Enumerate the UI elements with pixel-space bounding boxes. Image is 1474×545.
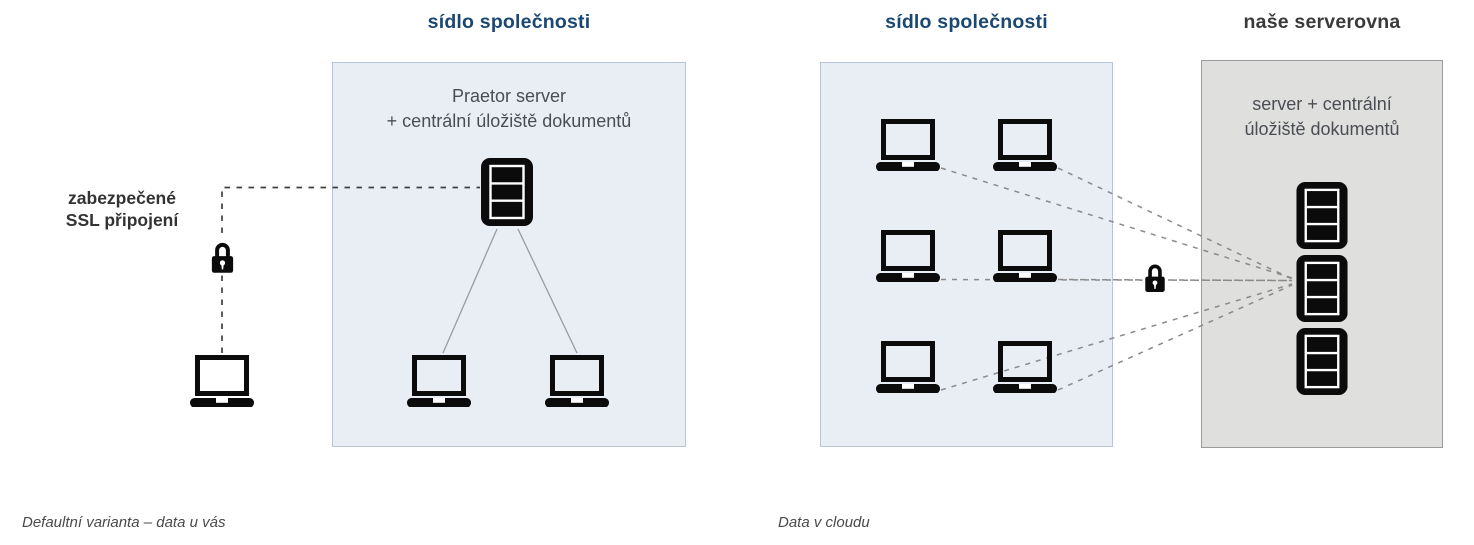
- ssl-connection-label-line1: zabezpečené: [68, 188, 176, 208]
- serverroom-title: naše serverovna: [1243, 11, 1401, 33]
- right-variant-caption: Data v cloudu: [778, 514, 870, 531]
- server-rack-icon: [1296, 328, 1348, 395]
- serverroom-label-line1: server + centrální: [1252, 94, 1392, 114]
- laptop-icon: [993, 230, 1057, 282]
- right-office-box: [820, 62, 1113, 447]
- serverroom-label-line2: úložiště dokumentů: [1244, 119, 1400, 139]
- server-rack-icon: [481, 157, 533, 227]
- left-office-title: sídlo společnosti: [427, 11, 591, 33]
- ssl-connection-label-line2: SSL připojení: [65, 210, 179, 230]
- laptop-icon: [876, 119, 940, 171]
- laptop-icon: [407, 355, 471, 407]
- praetor-server-label-line2: + centrální úložiště dokumentů: [386, 111, 632, 131]
- praetor-server-label-line1: Praetor server: [451, 86, 567, 106]
- laptop-icon: [993, 341, 1057, 393]
- laptop-icon: [876, 230, 940, 282]
- padlock-icon: [1142, 261, 1168, 294]
- server-rack-icon: [1296, 182, 1348, 249]
- laptop-icon: [993, 119, 1057, 171]
- serverroom-label: server + centrální úložiště dokumentů: [1201, 92, 1443, 142]
- ssl-connection-label: zabezpečené SSL připojení: [40, 187, 204, 231]
- padlock-icon: [209, 239, 236, 275]
- praetor-server-label: Praetor server + centrální úložiště doku…: [332, 84, 686, 134]
- laptop-icon: [545, 355, 609, 407]
- left-variant-caption: Defaultní varianta – data u vás: [22, 514, 226, 531]
- right-office-title: sídlo společnosti: [885, 11, 1048, 33]
- laptop-icon: [190, 355, 254, 407]
- server-rack-icon: [1296, 255, 1348, 322]
- laptop-icon: [876, 341, 940, 393]
